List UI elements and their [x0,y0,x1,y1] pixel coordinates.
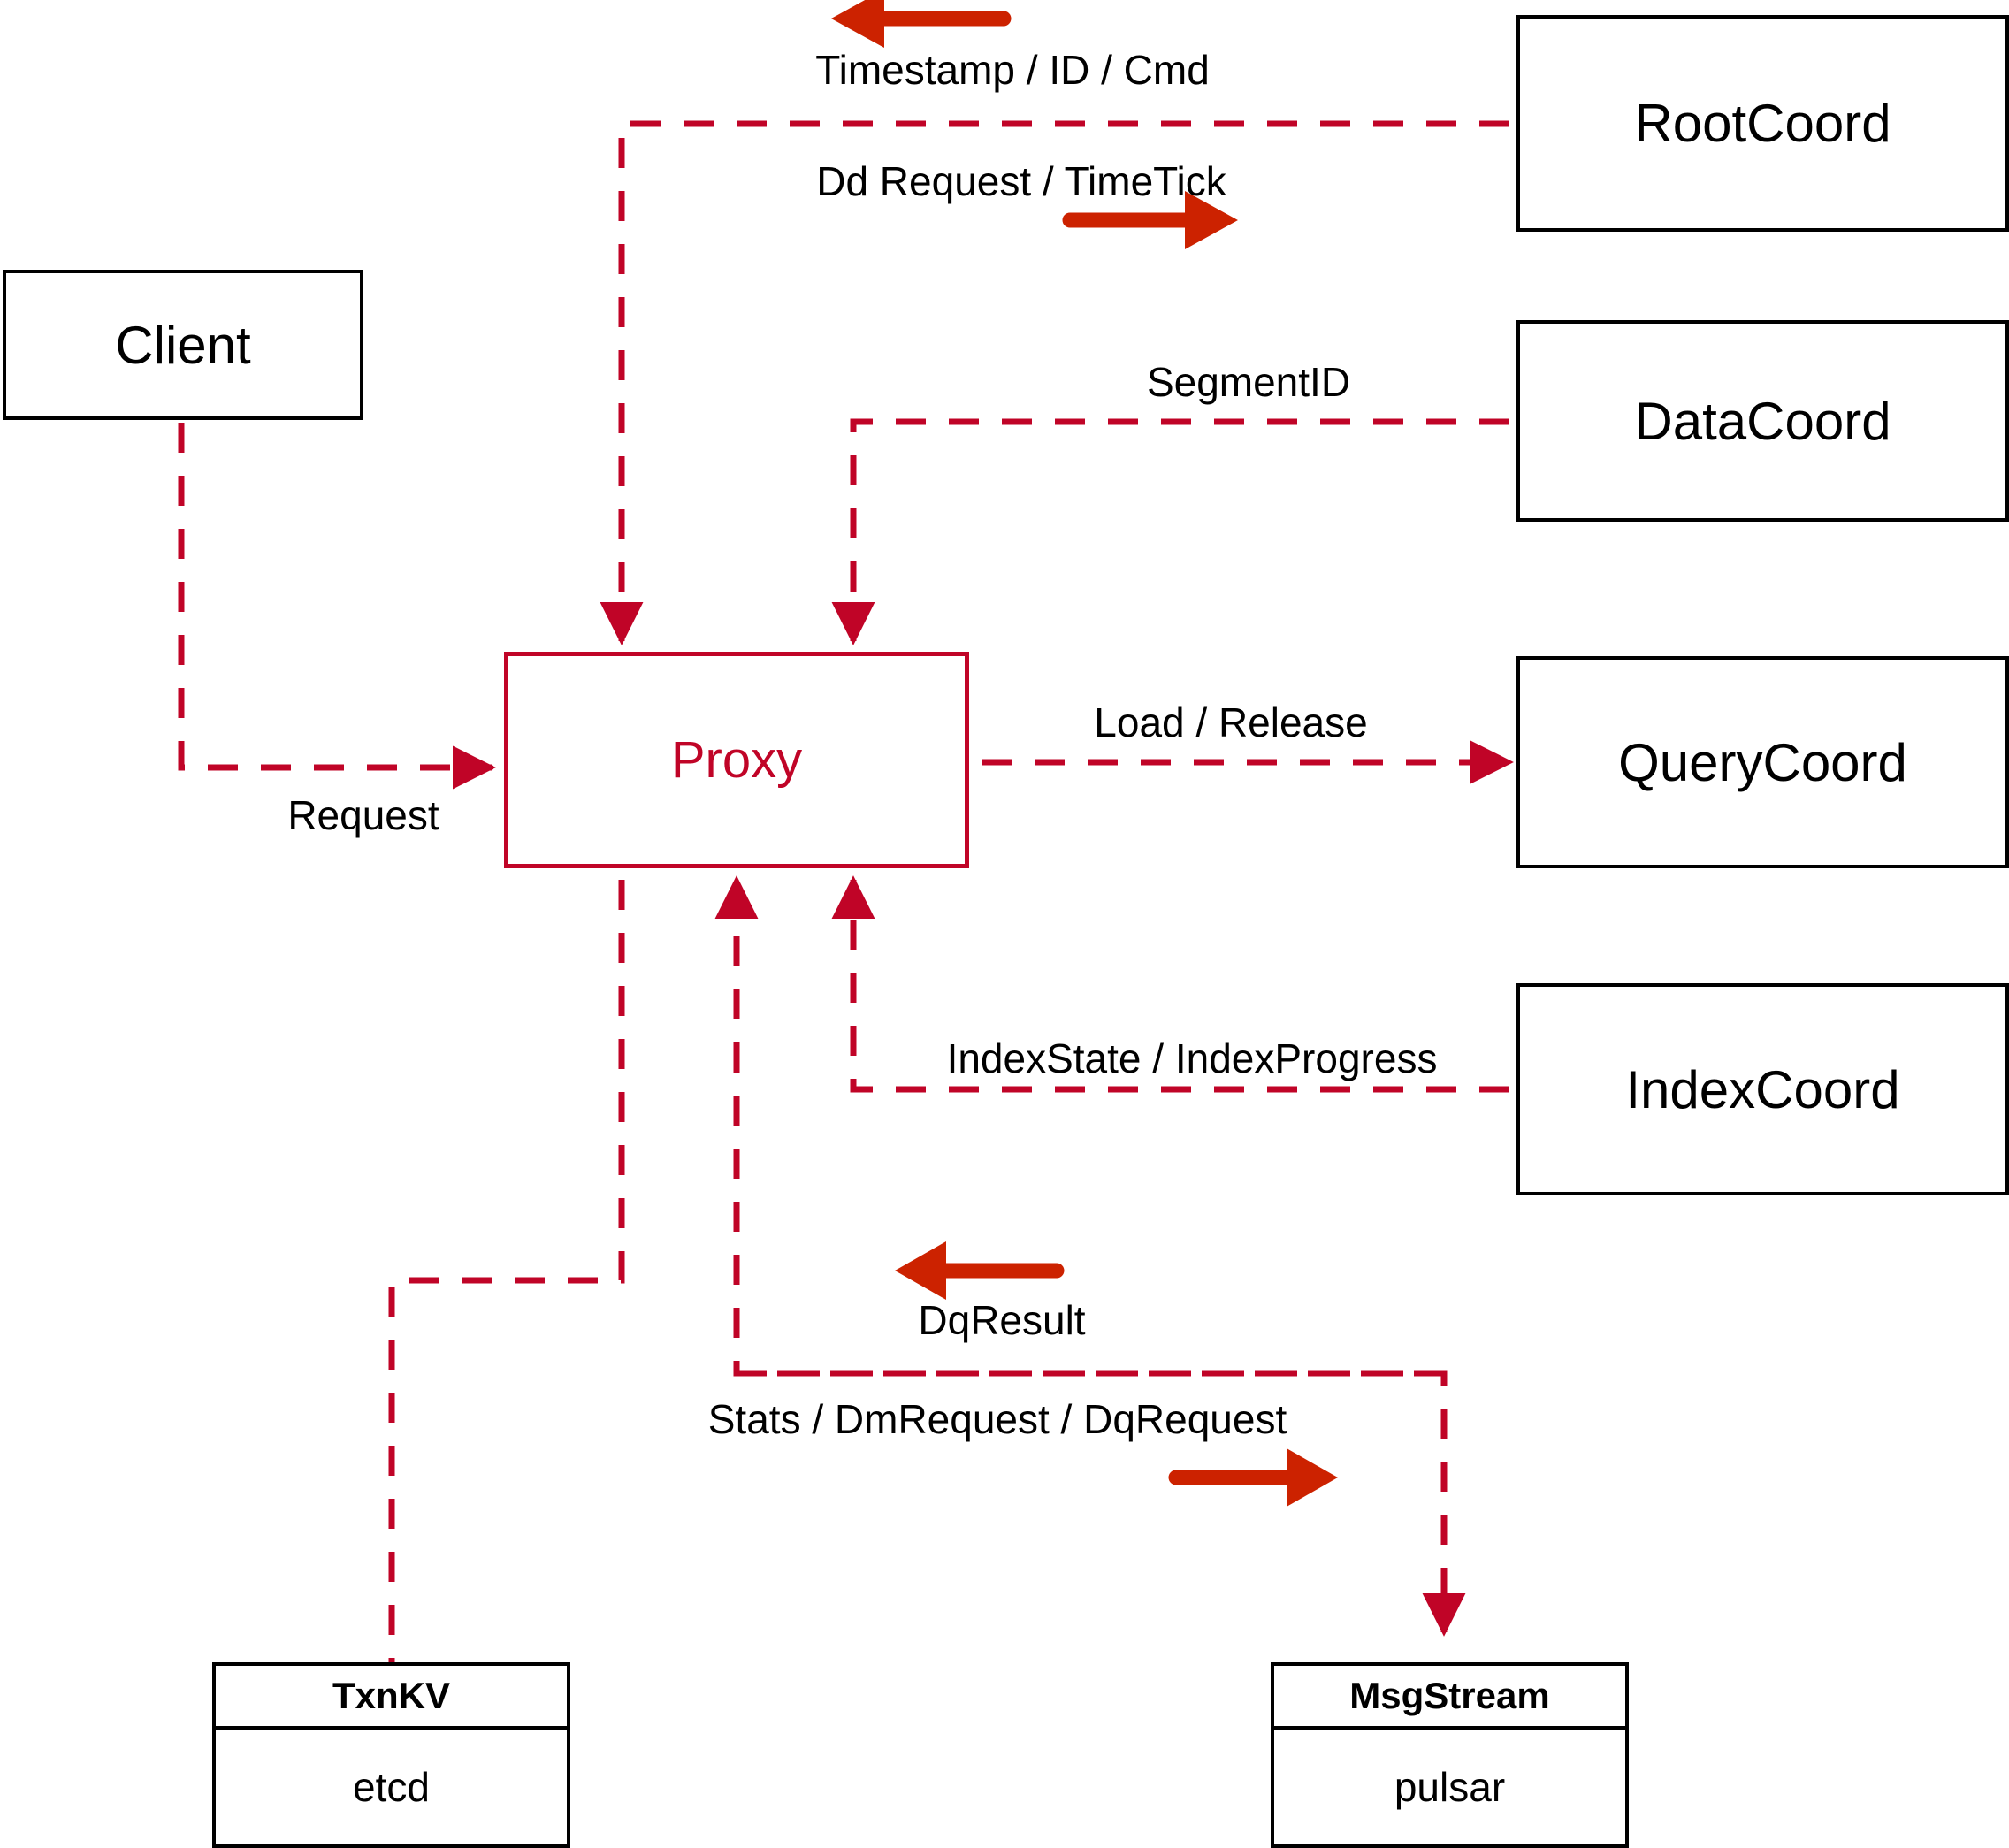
edge-label-timestamp: Timestamp / ID / Cmd [815,47,1210,93]
node-querycoord[interactable]: QueryCoord [1516,656,2009,868]
edge-client-request [178,423,496,790]
node-indexcoord[interactable]: IndexCoord [1516,983,2009,1195]
node-msgstream-impl: pulsar [1394,1764,1506,1810]
edge-label-indexstate: IndexState / IndexProgress [946,1035,1438,1081]
node-client[interactable]: Client [3,270,363,420]
edge-proxy-msgstream [737,1370,1466,1637]
edge-indexcoord-state [831,875,1509,1093]
dmrequest-direction-arrow [1168,1448,1338,1507]
node-proxy[interactable]: Proxy [504,652,969,868]
node-rootcoord-label: RootCoord [1634,94,1891,153]
edge-proxy-txnkv [388,880,625,1662]
edge-label-segmentid: SegmentID [1146,359,1351,405]
node-proxy-label: Proxy [670,731,803,789]
node-msgstream-body: pulsar [1274,1730,1625,1844]
node-rootcoord[interactable]: RootCoord [1516,15,2009,232]
edge-label-load-release: Load / Release [1094,699,1368,745]
edge-datacoord-segmentid [831,418,1509,645]
edge-label-request: Request [287,792,439,838]
node-msgstream[interactable]: MsgStream pulsar [1271,1662,1629,1848]
node-txnkv-header: TxnKV [216,1666,567,1730]
dqresult-direction-arrow [895,1241,1065,1300]
timestamp-direction-arrow [831,0,1012,48]
node-indexcoord-label: IndexCoord [1625,1059,1900,1119]
node-datacoord-label: DataCoord [1634,391,1891,451]
edge-label-ddrequest: Dd Request / TimeTick [816,158,1226,204]
node-txnkv-impl: etcd [353,1764,430,1810]
node-querycoord-label: QueryCoord [1618,732,1907,792]
node-txnkv-title: TxnKV [332,1675,450,1716]
node-txnkv-body: etcd [216,1730,567,1844]
ddrequest-direction-arrow [1062,191,1238,249]
edge-msgstream-dqresult [714,875,1444,1377]
node-msgstream-title: MsgStream [1349,1675,1550,1716]
node-msgstream-header: MsgStream [1274,1666,1625,1730]
node-datacoord[interactable]: DataCoord [1516,320,2009,522]
node-client-label: Client [115,315,251,375]
node-txnkv[interactable]: TxnKV etcd [212,1662,570,1848]
edge-label-dqresult: DqResult [918,1297,1086,1343]
edge-rootcoord-down [600,120,1509,645]
edge-label-dmrequest: Stats / DmRequest / DqRequest [707,1396,1287,1442]
